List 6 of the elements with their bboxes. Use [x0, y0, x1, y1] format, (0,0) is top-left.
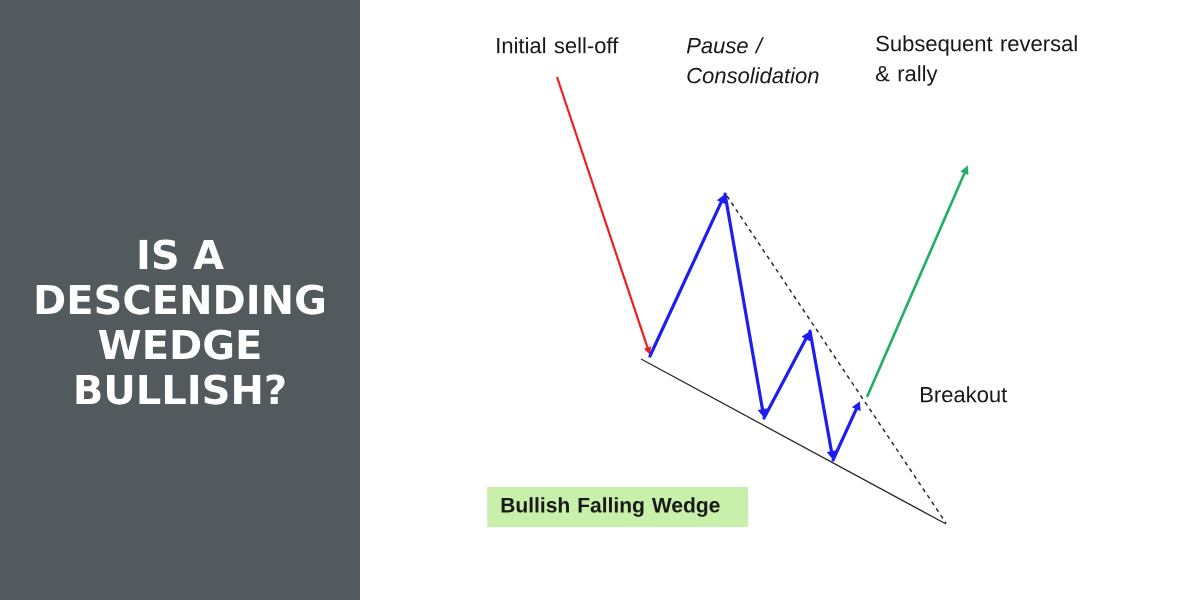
phase-label: Pause / Consolidation	[686, 37, 819, 84]
phase-label: Subsequent reversal & rally	[876, 35, 1077, 86]
phase-label: Initial sell-off	[497, 37, 619, 54]
caption-box: Bullish Falling Wedge	[487, 487, 749, 527]
breakout-label: Breakout	[921, 386, 1008, 403]
title: IS A DESCENDING WEDGE BULLISH?	[36, 239, 324, 405]
